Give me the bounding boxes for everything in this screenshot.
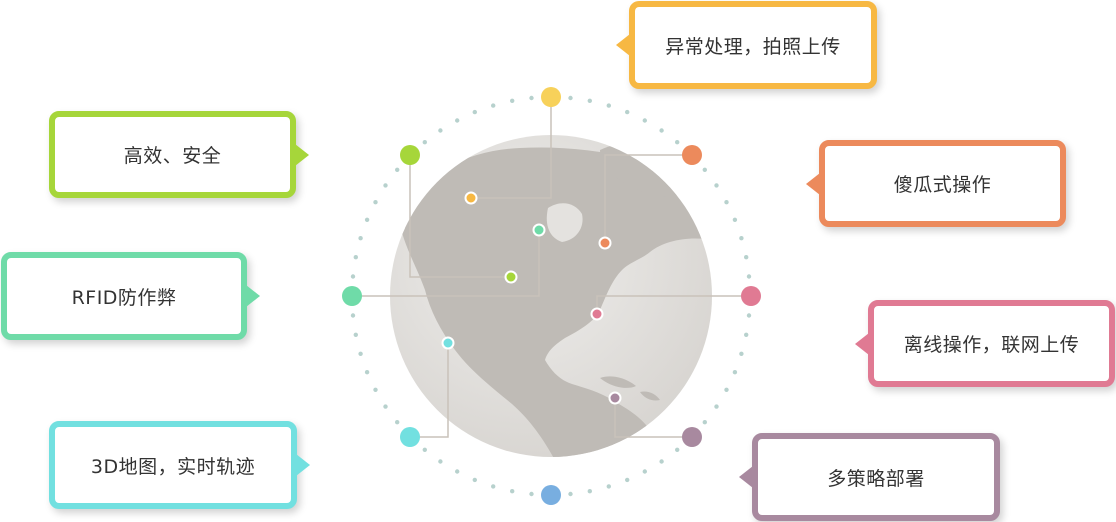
- orbit-dot: [422, 140, 427, 145]
- ring-node-f7: [682, 427, 702, 447]
- orbit-dot: [364, 217, 370, 222]
- orbit-dot: [744, 255, 749, 260]
- orbit-dot: [746, 274, 752, 279]
- orbit-dot: [739, 236, 744, 241]
- orbit-dot: [568, 95, 573, 101]
- dotted-orbit-ring: [349, 94, 753, 498]
- callout-3d-map: 3D地图，实时轨迹: [49, 421, 310, 509]
- ring-nodes: [342, 87, 761, 505]
- marker-f5: [590, 307, 604, 321]
- orbit-dot: [746, 313, 752, 318]
- orbit-dot: [373, 387, 378, 392]
- callout-pointer: [296, 454, 310, 476]
- callout-label: 多策略部署: [827, 467, 925, 490]
- callout-offline-upload: 离线操作，联网上传: [855, 300, 1115, 387]
- orbit-dot: [472, 477, 477, 483]
- ring-node-f1: [541, 87, 561, 107]
- orbit-dot: [373, 200, 378, 205]
- orbit-dot: [350, 274, 356, 279]
- orbit-dot: [529, 95, 534, 101]
- callout-pointer: [616, 34, 630, 56]
- callout-label: 离线操作，联网上传: [903, 334, 1080, 356]
- orbit-dot: [625, 109, 630, 115]
- orbit-dot: [724, 387, 729, 392]
- orbit-dot: [510, 489, 515, 494]
- marker-f2: [504, 270, 518, 284]
- orbit-dot: [739, 351, 744, 356]
- orbit-dot: [724, 200, 729, 205]
- ring-node-f5: [741, 286, 761, 306]
- orbit-dot: [606, 103, 611, 108]
- callout-efficient-secure: 高效、安全: [49, 111, 309, 198]
- orbit-dot: [744, 332, 749, 337]
- callout-pointer: [806, 172, 820, 195]
- orbit-dot: [702, 167, 707, 172]
- orbit-dot: [529, 491, 534, 497]
- orbit-dot: [358, 351, 363, 356]
- orbit-dot: [702, 420, 707, 425]
- orbit-dot: [353, 332, 358, 337]
- callout-pointer: [739, 466, 753, 488]
- connector-lines: [352, 97, 751, 438]
- orbit-dot: [472, 109, 477, 115]
- orbit-dot: [732, 370, 738, 375]
- orbit-dot: [510, 98, 515, 104]
- orbit-dot: [422, 447, 427, 452]
- orbit-dot: [587, 489, 592, 494]
- ring-node-f4: [342, 286, 362, 306]
- orbit-dot: [455, 118, 460, 123]
- orbit-dot: [675, 447, 680, 452]
- marker-f6: [441, 336, 455, 350]
- callout-label: 异常处理，拍照上传: [665, 35, 841, 58]
- orbit-dot: [675, 140, 680, 145]
- orbit-dot: [714, 183, 719, 188]
- orbit-dot: [659, 128, 664, 133]
- orbit-dot: [438, 128, 443, 133]
- orbit-dot: [383, 183, 388, 188]
- orbit-dot: [491, 103, 496, 108]
- ring-node-f3: [682, 145, 702, 165]
- orbit-dot: [358, 236, 363, 241]
- callout-pointer: [855, 332, 869, 355]
- callout-label: 傻瓜式操作: [893, 174, 992, 196]
- orbit-dot: [568, 491, 573, 497]
- callout-label: 高效、安全: [123, 145, 222, 167]
- inner-markers: [441, 191, 622, 405]
- marker-f3: [598, 236, 612, 250]
- orbit-dot: [383, 404, 388, 409]
- orbit-dot: [455, 469, 460, 474]
- orbit-dot: [587, 98, 592, 104]
- orbit-dot: [659, 459, 664, 464]
- orbit-dot: [491, 484, 496, 489]
- callout-pointer: [295, 143, 309, 166]
- callout-pointer: [246, 285, 260, 307]
- orbit-dot: [714, 404, 719, 409]
- orbit-dot: [732, 217, 738, 222]
- callout-exception-upload: 异常处理，拍照上传: [616, 1, 877, 89]
- orbit-dot: [606, 484, 611, 489]
- ring-node-f6: [400, 427, 420, 447]
- orbit-dot: [438, 459, 443, 464]
- orbit-dot: [364, 370, 370, 375]
- callout-label: RFID防作弊: [71, 286, 177, 309]
- callout-rfid-anticheat: RFID防作弊: [1, 252, 260, 340]
- callout-multi-strategy: 多策略部署: [739, 433, 1000, 521]
- orbit-dot: [395, 420, 400, 425]
- orbit-dot: [642, 469, 647, 474]
- orbit-dot: [642, 118, 647, 123]
- orbit-dot: [350, 313, 356, 318]
- ring-node-bottom: [541, 485, 561, 505]
- marker-f7: [608, 391, 622, 405]
- ring-node-f2: [400, 145, 420, 165]
- orbit-dot: [395, 167, 400, 172]
- callout-label: 3D地图，实时轨迹: [90, 455, 256, 478]
- orbit-dot: [625, 477, 630, 483]
- orbit-dot: [353, 255, 358, 260]
- marker-f4: [532, 223, 546, 237]
- callout-easy-operation: 傻瓜式操作: [806, 140, 1066, 227]
- marker-f1: [464, 191, 478, 205]
